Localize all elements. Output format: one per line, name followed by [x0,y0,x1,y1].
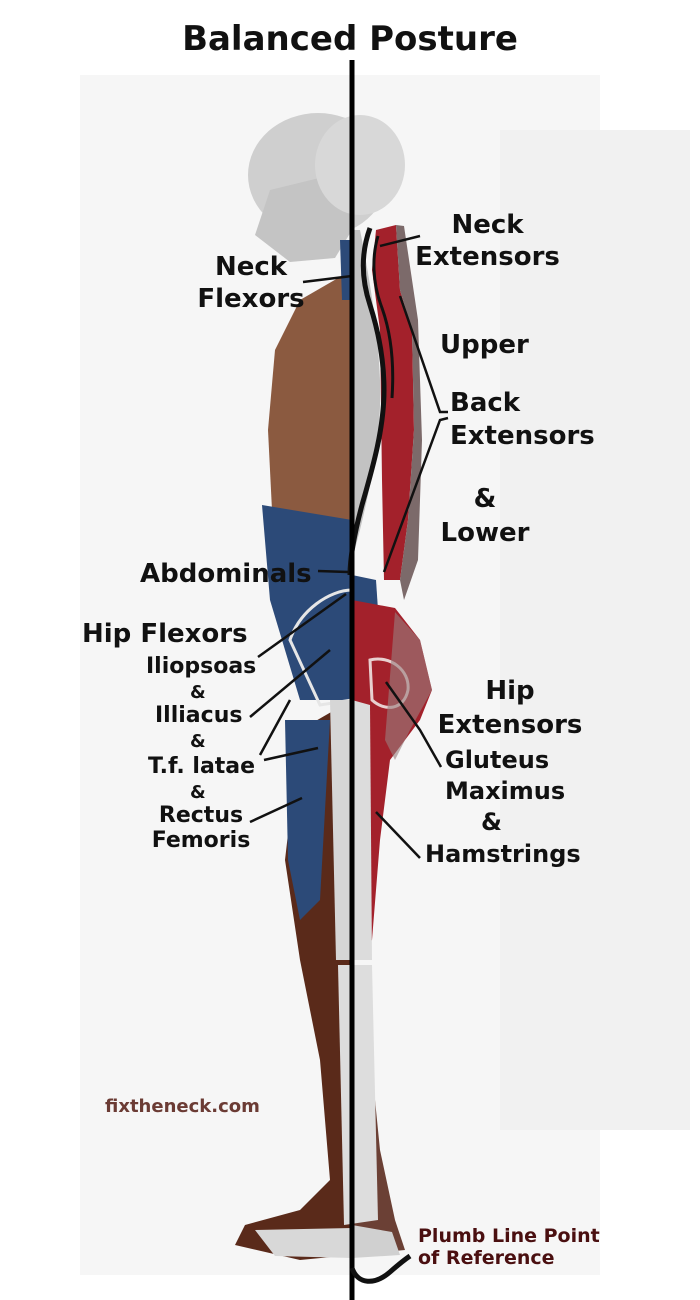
neck-flexors-label: Neck Flexors [196,254,306,312]
leader-rectus-femoris [249,796,303,824]
hip-flexors-label: Hip Flexors [82,619,248,649]
hamstrings-label: Hamstrings [425,840,581,868]
illiacus-label: Illiacus [155,703,243,728]
leader-lower-back [382,416,449,573]
tf-latae-label: T.f. latae [148,754,256,779]
and-lower-line2: Lower [440,518,530,548]
leader-tf-latae-2 [263,746,319,762]
leader-illiacus [249,649,331,718]
torso-skin [268,270,352,520]
heel-bone [352,1225,400,1258]
neck-extensors-label: Neck Extensors [410,212,565,270]
tibia [338,965,378,1225]
amp-2: & [190,731,206,752]
background-panel-right [500,130,690,1130]
rectus-line1: Rectus [158,803,244,828]
back-extensors-line1: Back [450,388,521,418]
back-extensors-label: Back Extensors [450,390,595,449]
neck-extensors-line1: Neck [451,210,524,240]
plumb-line-label: Plumb Line Point of Reference [418,1225,600,1270]
hip-shadow [385,612,432,760]
femur [330,700,352,960]
neck-flexors-line1: Neck [214,252,288,282]
leader-upper-back [398,295,448,414]
leader-neck-extensors [379,234,421,248]
hip-extensors-line1: Hip [485,676,535,706]
and-lower-line1: & [473,484,497,514]
gluteus-line2: Maximus [445,777,566,805]
neck-flexor-muscle [340,240,352,300]
neck-flexors-line2: Flexors [197,284,305,314]
leader-iliopsoas [257,592,347,659]
and-lower-label: & Lower [440,486,530,546]
hip-extensors-line2: Extensors [437,710,583,740]
hip-extensors-label: Hip Extensors [435,678,585,738]
femur-right [352,700,372,960]
plumb-pointer [349,1253,412,1284]
spine-curve-line-2 [372,235,395,399]
rectus-line2: Femoris [151,828,251,853]
thigh-flexor-muscle [285,720,330,920]
plumb-line1: Plumb Line Point [418,1225,600,1247]
leader-neck-flexors [302,274,353,284]
leader-abdominals [317,569,349,574]
leader-tf-latae [258,699,292,756]
skull-back [315,115,405,215]
neck-extensors-line2: Extensors [415,242,560,272]
back-extensors-line2: Extensors [450,421,595,451]
leader-lines [249,234,449,859]
iliopsoas-label: Iliopsoas [146,654,257,679]
leader-hamstrings [375,811,421,859]
foot-bones [255,1228,352,1258]
abdominals-label: Abdominals [140,559,312,589]
plumb-line2: of Reference [418,1246,555,1269]
rectus-femoris-label: Rectus Femoris [146,805,256,852]
back-shadow [396,225,422,600]
site-watermark: fixtheneck.com [105,1096,260,1117]
gluteus-line1: Gluteus [445,746,550,774]
gluteus-maximus-label: Gluteus Maximus [445,748,565,803]
amp-1: & [190,682,206,703]
amp-4: & [481,808,502,836]
amp-3: & [190,782,206,803]
upper-label: Upper [440,330,529,360]
spine-curve-line [347,227,387,576]
page-title: Balanced Posture [182,19,518,59]
leader-gluteus [384,681,443,768]
